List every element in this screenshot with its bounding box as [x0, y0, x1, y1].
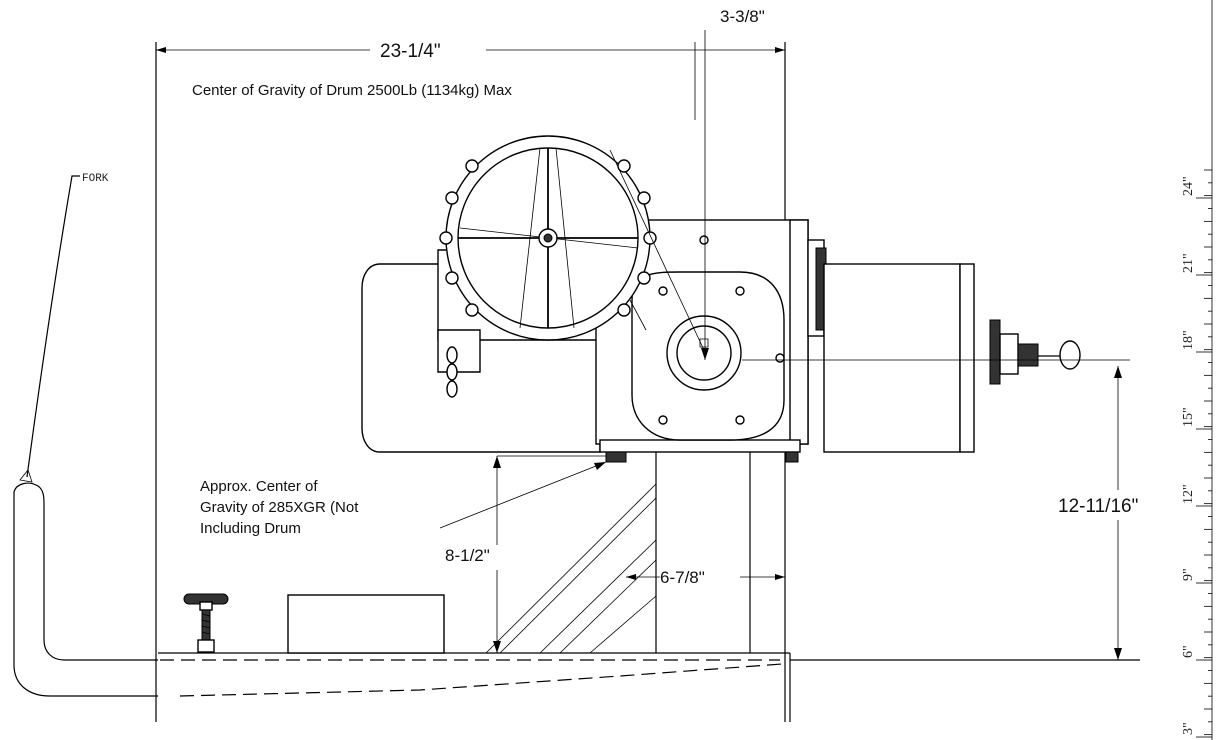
overall-width-label: 23-1/4" — [380, 41, 441, 62]
dim-drum-cg-height — [1114, 366, 1122, 660]
ruler-label: 9" — [1181, 568, 1196, 581]
ruler-label: 15" — [1181, 407, 1196, 427]
fork-outline — [13, 175, 158, 697]
handwheel — [439, 135, 705, 351]
inch-ruler: 24" 21" 18" 15" 12" 9" 6" 3" — [1181, 0, 1213, 740]
machine-cg-note-line2: Gravity of 285XGR (Not — [200, 499, 359, 516]
machine-cg-leader — [439, 461, 607, 529]
battery-box — [287, 594, 445, 654]
dim-machine-cg-offset — [626, 574, 785, 580]
dim-cg-offset — [694, 30, 709, 360]
mast-support — [485, 450, 751, 654]
dim-machine-cg-height — [493, 455, 606, 653]
machine-cg-note-line3: Including Drum — [200, 520, 301, 537]
machine-cg-height-label: 8-1/2" — [445, 546, 490, 565]
ruler-label: 3" — [1181, 722, 1196, 735]
machine-cg-offset-label: 6-7/8" — [660, 568, 705, 587]
ruler-label: 6" — [1181, 645, 1196, 658]
drum-cg-note: Center of Gravity of Drum 2500Lb (1134kg… — [192, 82, 512, 99]
ruler-label: 12" — [1181, 484, 1196, 504]
fork-label: FORK — [82, 173, 109, 185]
ruler-label: 18" — [1181, 330, 1196, 350]
machine-cg-note-line1: Approx. Center of — [200, 478, 318, 495]
dim-overall-width — [156, 47, 785, 53]
ruler-label: 21" — [1181, 253, 1196, 273]
clamp-handle — [989, 319, 1081, 385]
gearbox-feet — [605, 451, 799, 463]
drum-cylinder-right — [807, 239, 975, 453]
ruler-label: 24" — [1181, 176, 1196, 196]
chain-left — [446, 346, 458, 398]
cg-offset-label: 3-3/8" — [720, 7, 765, 26]
leveling-screw — [183, 593, 229, 653]
drum-cg-height-label: 12-11/16" — [1058, 496, 1138, 517]
